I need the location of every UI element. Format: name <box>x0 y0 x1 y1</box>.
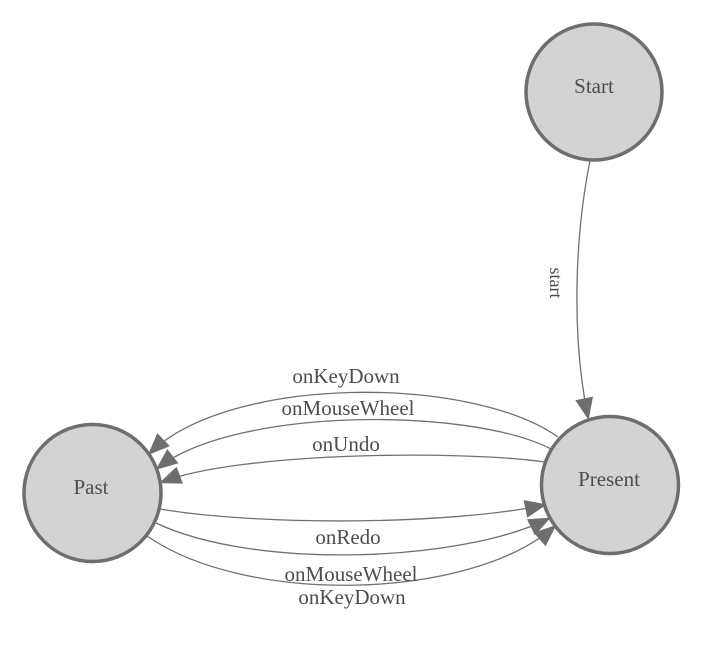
node-past-circle <box>22 422 163 564</box>
edge-label-onundo: onUndo <box>312 432 380 456</box>
node-present-label: Present <box>578 467 640 491</box>
node-present[interactable]: Present <box>539 414 681 556</box>
edge-present-to-past-onkeydown <box>147 391 559 456</box>
edge-label-onkeydown-top: onKeyDown <box>292 364 400 388</box>
edge-label-start: start <box>546 268 566 299</box>
edge-group <box>146 160 593 586</box>
node-past-label: Past <box>73 475 108 499</box>
edge-label-onmousewheel-bottom: onMouseWheel <box>285 562 418 586</box>
node-start-circle <box>524 22 664 162</box>
edge-past-to-present-onmousewheel <box>155 517 551 556</box>
edge-label-onmousewheel-top: onMouseWheel <box>282 396 415 420</box>
node-past[interactable]: Past <box>22 422 163 564</box>
edge-start-to-present <box>575 160 593 420</box>
edge-past-to-present-onredo <box>159 500 547 522</box>
edge-past-to-present-onkeydown <box>146 525 557 586</box>
edge-present-to-past-onundo <box>159 454 546 484</box>
node-start[interactable]: Start <box>524 22 664 162</box>
edge-label-group: start onKeyDown onMouseWheel onUndo onRe… <box>282 268 566 610</box>
node-present-circle <box>539 414 681 556</box>
node-start-label: Start <box>574 74 614 98</box>
edge-label-onkeydown-bottom: onKeyDown <box>298 585 406 609</box>
edge-present-to-past-onmousewheel <box>155 418 552 470</box>
edge-label-onredo: onRedo <box>315 525 380 549</box>
